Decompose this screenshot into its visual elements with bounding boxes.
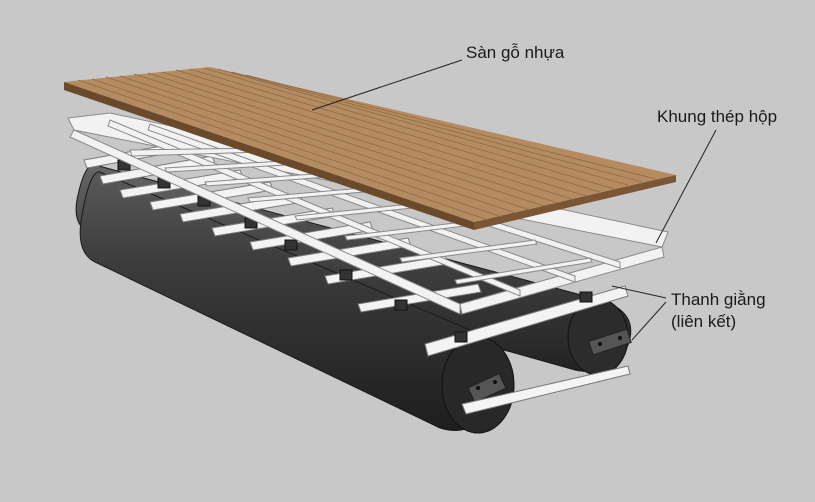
pipe-end-bracket-front: [467, 372, 507, 404]
label-wpc-deck: Sàn gỗ nhựa: [466, 43, 565, 62]
leader-brace-top: [611, 285, 667, 299]
label-steel-frame: Khung thép hộp: [657, 107, 778, 126]
deck-plank-lines: [77, 67, 657, 221]
label-tie-bar: Thanh giằng (liên kết): [671, 289, 766, 333]
leader-brace-bottom: [631, 301, 667, 341]
pipe-saddles: [117, 159, 593, 343]
label-tie-bar-line1: Thanh giằng: [671, 290, 766, 309]
leader-frame: [655, 129, 717, 244]
leader-deck: [311, 59, 463, 111]
wpc-deck-panel: [64, 67, 676, 230]
tie-bar: [461, 365, 631, 415]
pipe-end-bracket-rear: [588, 328, 632, 356]
label-tie-bar-line2: (liên kết): [671, 312, 737, 331]
leader-lines: [311, 59, 717, 341]
